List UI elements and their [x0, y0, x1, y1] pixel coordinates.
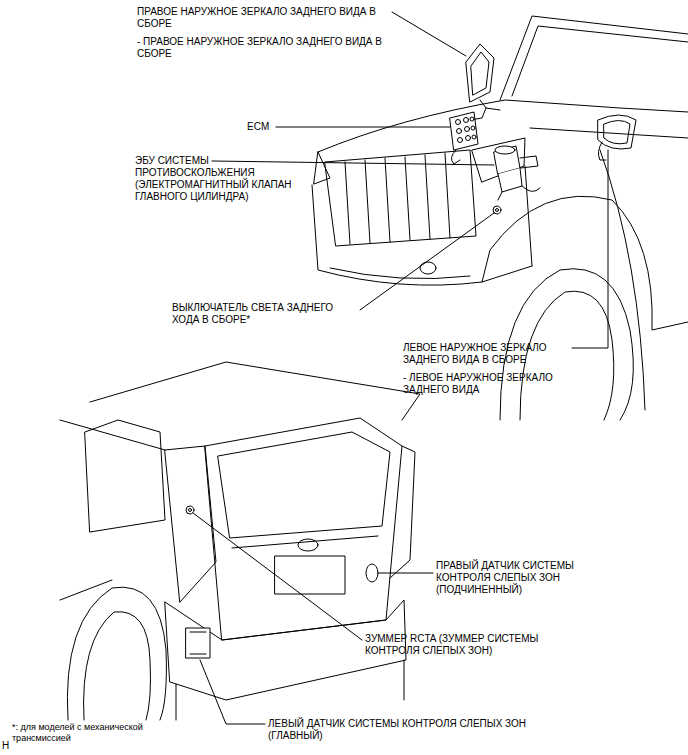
- part-label: ЗУММЕР RCTA (ЗУММЕР СИСТЕМЫ КОНТРОЛЯ СЛЕ…: [365, 633, 585, 657]
- footnote: *: для моделей с механической трансмисси…: [12, 722, 192, 744]
- part-label: ЛЕВЫЙ ДАТЧИК СИСТЕМЫ КОНТРОЛЯ СЛЕПЫХ ЗОН…: [268, 718, 568, 742]
- rear-vehicle: [60, 362, 420, 720]
- leader-lines: [193, 12, 608, 724]
- part-label: ЛЕВОЕ НАРУЖНОЕ ЗЕРКАЛО ЗАДНЕГО ВИДА В СБ…: [403, 342, 571, 366]
- part-label: ECM: [247, 121, 275, 133]
- part-sublabel: - ЛЕВОЕ НАРУЖНОЕ ЗЕРКАЛО ЗАДНЕГО ВИДА: [403, 372, 583, 396]
- part-sublabel: - ПРАВОЕ НАРУЖНОЕ ЗЕРКАЛО ЗАДНЕГО ВИДА В…: [137, 36, 387, 60]
- figure-code: H: [2, 740, 16, 752]
- part-label: ВЫКЛЮЧАТЕЛЬ СВЕТА ЗАДНЕГО ХОДА В СБОРЕ*: [172, 302, 357, 326]
- part-label: ЭБУ СИСТЕМЫ ПРОТИВОСКОЛЬЖЕНИЯ (ЭЛЕКТРОМА…: [135, 155, 320, 203]
- part-label: ПРАВЫЙ ДАТЧИК СИСТЕМЫ КОНТРОЛЯ СЛЕПЫХ ЗО…: [436, 560, 616, 596]
- front-vehicle: [312, 16, 688, 420]
- part-label: ПРАВОЕ НАРУЖНОЕ ЗЕРКАЛО ЗАДНЕГО ВИДА В С…: [137, 6, 387, 30]
